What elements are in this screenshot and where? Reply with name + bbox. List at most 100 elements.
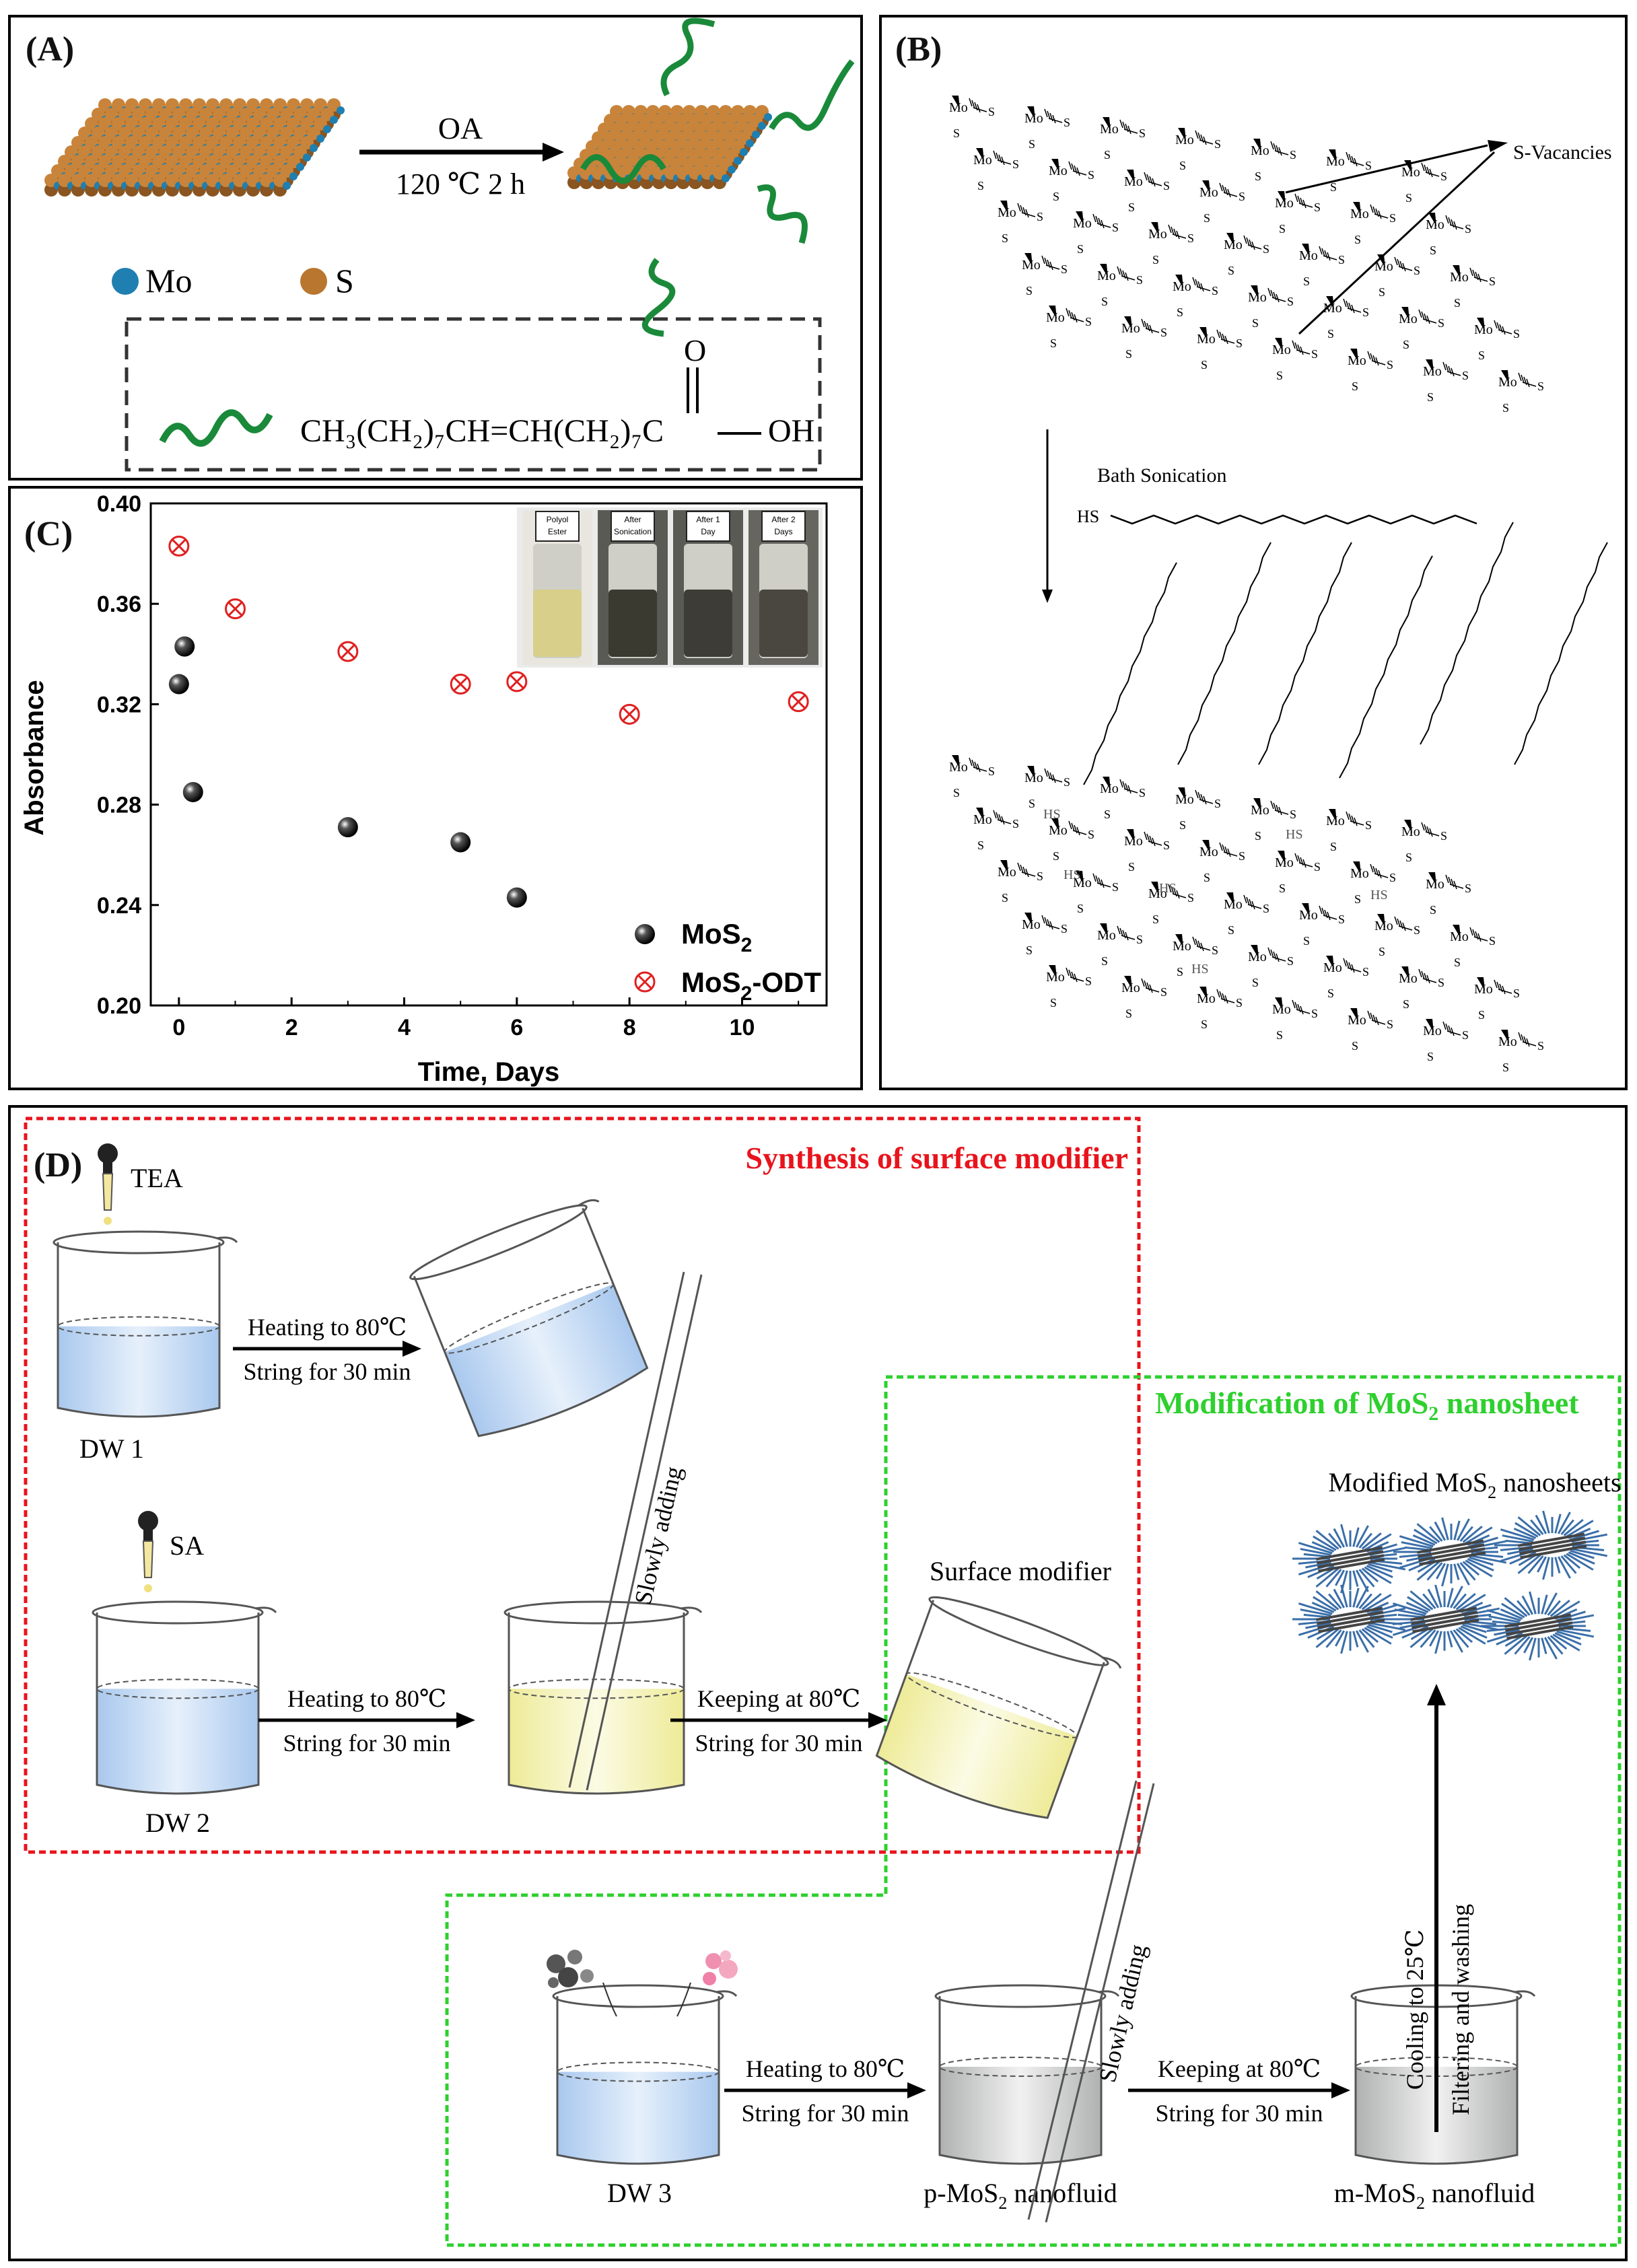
stirring-rod	[568, 1271, 685, 1788]
svg-text:S: S	[1314, 860, 1321, 874]
s-atom-label: S	[1177, 965, 1183, 979]
slowly-adding-label: Slowly adding	[629, 1464, 687, 1607]
vial-liquid	[608, 590, 657, 657]
svg-text:S: S	[1163, 179, 1170, 192]
s-atom-label: S	[1050, 996, 1057, 1009]
s-atom-label: S	[1152, 913, 1159, 926]
nanosheet-cluster	[1393, 1517, 1507, 1587]
mo-atom-label: Mo	[1474, 982, 1493, 997]
s-atom-label: S	[1478, 1008, 1485, 1022]
y-tick-label: 0.40	[97, 491, 141, 517]
oleic-acid-chain	[580, 154, 666, 184]
process-step-label: Keeping at 80℃	[697, 1685, 860, 1712]
mo-atom-label: Mo	[973, 812, 992, 827]
plot-frame	[149, 502, 828, 1007]
svg-text:S: S	[1290, 808, 1296, 821]
mos2-data-point	[450, 832, 471, 853]
s-atom-label: S	[1403, 997, 1409, 1011]
svg-text:S: S	[1187, 891, 1194, 905]
filtering-label: Filtering and washing	[1447, 1904, 1474, 2115]
mo-atom-label: Mo	[1197, 332, 1216, 347]
svg-text:S: S	[1465, 882, 1471, 895]
panel-c-label: (C)	[24, 515, 73, 553]
svg-text:S: S	[1311, 347, 1318, 361]
svg-text:S: S	[1513, 987, 1520, 1000]
mo-atom-label: Mo	[973, 153, 992, 168]
mo-atom-label: Mo	[1326, 154, 1345, 169]
s-atom-label: S	[1053, 849, 1059, 863]
y-tick-label: 0.36	[97, 592, 141, 617]
svg-text:S: S	[1311, 1007, 1318, 1020]
svg-text:S: S	[1263, 902, 1269, 915]
svg-text:S: S	[1236, 996, 1243, 1009]
x-axis-label: Time, Days	[418, 1057, 560, 1087]
m-mos2-label: m-MoS2 nanofluid	[1334, 2178, 1535, 2213]
vial-label-tag	[535, 511, 580, 542]
formula-carbonyl-o: O	[684, 333, 706, 367]
vial-label: After 2	[771, 515, 796, 524]
panel-a-figure: OA 120 ℃ 2 h Mo S CH₃(CH₂)₇CH=CH(CH₂)₇C …	[44, 17, 855, 472]
vial-label-tag	[761, 511, 806, 542]
mos2-data-point	[337, 817, 358, 838]
mo-atom-label: Mo	[1224, 897, 1243, 912]
beaker-dw3	[552, 1984, 738, 2165]
svg-text:S: S	[988, 765, 995, 778]
s-atom-label: S	[1405, 191, 1412, 205]
s-atom-label: S	[1478, 349, 1485, 362]
process-duration-label: String for 30 min	[283, 1730, 451, 1757]
panel-d-figure: Synthesis of surface modifier Modificati…	[24, 1117, 1622, 2247]
beaker-liquid	[940, 2067, 1101, 2164]
x-tick-label: 2	[285, 1015, 298, 1040]
mo-atom-label: Mo	[1024, 111, 1043, 126]
s-atom-label: S	[1303, 275, 1310, 288]
s-atom-label: S	[1053, 190, 1059, 203]
alkyl-chain	[1177, 542, 1272, 765]
mo-atom-label: Mo	[1426, 877, 1444, 892]
beaker-dw1	[53, 1230, 238, 1418]
s-atom-label: S	[1279, 882, 1286, 895]
p-mos2-label: p-MoS2 nanofluid	[924, 2178, 1117, 2213]
svg-text:S: S	[1537, 380, 1544, 393]
svg-text:S: S	[1012, 817, 1019, 830]
s-atom-label: S	[1077, 902, 1084, 915]
vial-label: Polyol	[547, 515, 569, 524]
nanosheet-cluster	[1292, 1584, 1406, 1654]
nanosheet-cluster	[1292, 1524, 1406, 1594]
mo-atom-label: Mo	[1049, 164, 1068, 178]
s-atom-label: S	[1204, 871, 1210, 884]
mo-atom-label: Mo	[1199, 845, 1218, 859]
svg-text:S: S	[1085, 315, 1092, 328]
vial-label: Days	[774, 527, 792, 536]
mo-atom-label: Mo	[1046, 310, 1065, 325]
vial-label-tag	[686, 511, 730, 542]
mo-atom-label: Mo	[1299, 908, 1318, 923]
dw3-label: DW 3	[607, 2178, 672, 2208]
mo-atom-label: Mo	[1299, 248, 1318, 263]
svg-text:S: S	[1160, 326, 1167, 339]
chart-legend: MoS2 MoS2-ODT	[634, 918, 821, 1005]
mos2-odt-data-point	[225, 598, 246, 620]
svg-text:S: S	[1037, 210, 1043, 223]
mo-atom-label: Mo	[1049, 823, 1068, 838]
mo-atom-label: Mo	[1272, 343, 1291, 357]
svg-text:S: S	[1239, 849, 1245, 863]
beaker-mixing-pour	[409, 1199, 649, 1438]
beaker-liquid	[58, 1326, 219, 1417]
nanosheet-cluster	[1481, 1591, 1595, 1661]
s-atom-label: S	[1255, 829, 1261, 843]
s-atom-label: S	[1330, 840, 1337, 853]
mo-atom-label: Mo	[1498, 1034, 1517, 1049]
vial-label-tag	[611, 511, 655, 542]
mo-atom-label: Mo	[1124, 834, 1143, 849]
mos2-sheet-oa-modified	[567, 105, 772, 189]
s-atom-label: S	[1002, 891, 1008, 905]
mo-atom-label: Mo	[1097, 928, 1116, 943]
s-atom-label: S	[1379, 945, 1385, 958]
mo-atom-label: Mo	[1251, 803, 1269, 818]
svg-text:S: S	[1187, 232, 1194, 245]
mo-atom-label: Mo	[1399, 971, 1418, 986]
svg-text:S: S	[1290, 148, 1296, 162]
s-atom-label: S	[1430, 903, 1436, 917]
